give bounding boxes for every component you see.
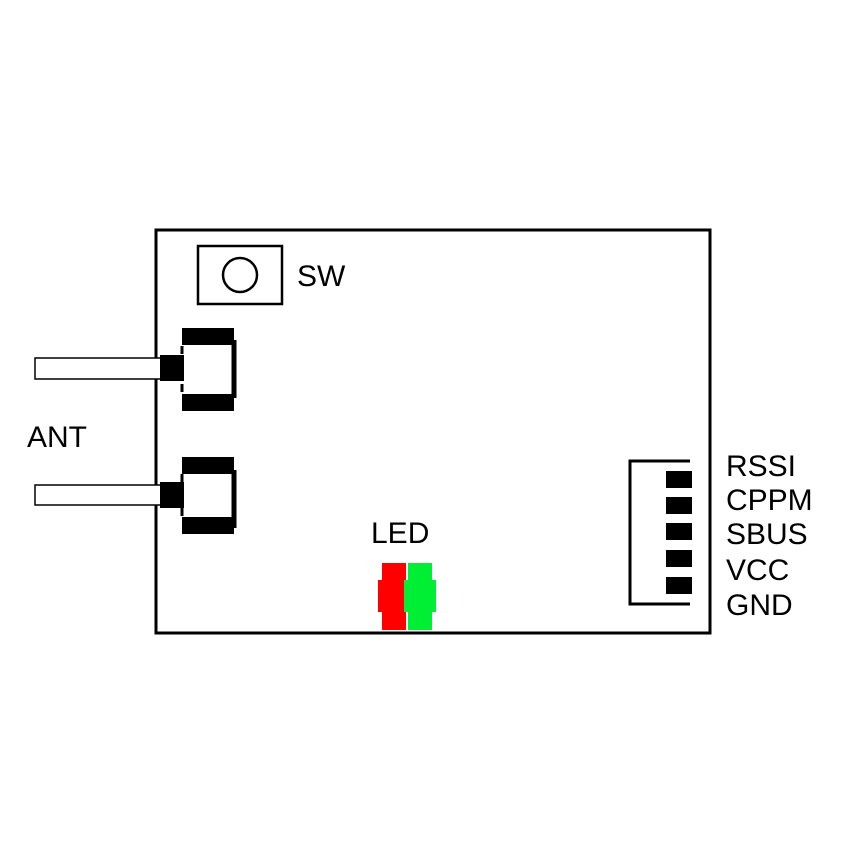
antenna-1 bbox=[34, 328, 237, 411]
led-indicator bbox=[378, 563, 436, 630]
switch-label: SW bbox=[297, 260, 346, 293]
pin-label-vcc: VCC bbox=[726, 554, 789, 587]
pin-label-sbus: SBUS bbox=[726, 518, 808, 551]
antenna-2 bbox=[34, 457, 237, 534]
pin-label-gnd: GND bbox=[726, 589, 793, 622]
pin-label-cppm: CPPM bbox=[726, 484, 813, 517]
pin-label-rssi: RSSI bbox=[726, 450, 796, 483]
led-label: LED bbox=[371, 517, 429, 550]
antenna-label: ANT bbox=[27, 421, 87, 454]
pin-connector bbox=[628, 459, 692, 606]
switch-button bbox=[196, 244, 284, 306]
